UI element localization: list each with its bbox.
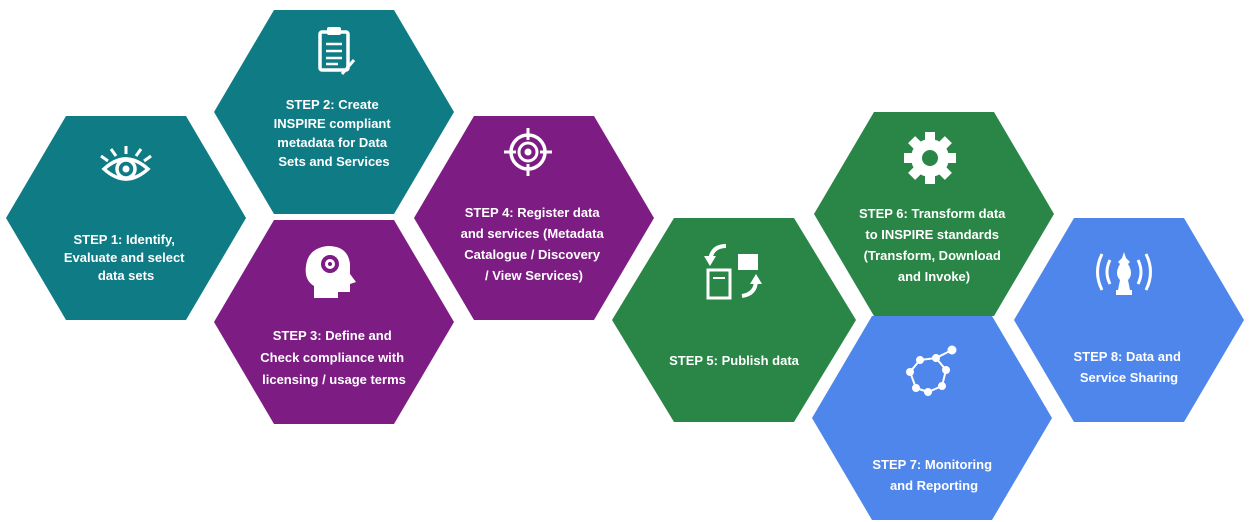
step-3-line: Check compliance with [260,350,404,365]
step-6-line: and Invoke) [898,269,970,284]
step-3-label: STEP 3: Define and Check compliance with… [260,328,407,387]
step-8-hexagon: STEP 8: Data and Service Sharing [1014,218,1244,422]
step-8-line: STEP 8: Data and [1073,349,1180,364]
step-7-hexagon: STEP 7: Monitoring and Reporting [812,316,1052,520]
network-icon [906,345,957,396]
step-3-line: STEP 3: Define and [273,328,392,343]
step-7-line: and Reporting [890,478,978,493]
step-5-label: STEP 5: Publish data [669,353,800,368]
step-1-line: Evaluate and select [64,250,185,265]
step-4-line: / View Services) [485,268,583,283]
step-2-hexagon: STEP 2: Create INSPIRE compliant metadat… [214,10,454,214]
step-6-line: (Transform, Download [864,248,1001,263]
step-1-hexagon: STEP 1: Identify, Evaluate and select da… [6,116,246,320]
gear-icon [904,132,956,184]
step-4-hexagon: STEP 4: Register data and services (Meta… [414,116,654,320]
step-3-line: licensing / usage terms [262,372,406,387]
step-8-label: STEP 8: Data and Service Sharing [1073,349,1184,385]
step-2-label: STEP 2: Create INSPIRE compliant metadat… [274,97,395,169]
clipboard-icon [318,27,356,75]
step-8-line: Service Sharing [1080,370,1178,385]
step-4-line: STEP 4: Register data [465,205,601,220]
target-icon [504,128,552,176]
publish-icon [704,244,762,300]
step-5-hexagon: STEP 5: Publish data [612,218,856,422]
broadcast-icon [1096,252,1152,295]
step-2-line: metadata for Data [277,135,388,150]
step-6-line: to INSPIRE standards [865,227,999,242]
step-2-line: INSPIRE compliant [274,116,392,131]
step-2-line: Sets and Services [278,154,389,169]
step-4-line: Catalogue / Discovery [464,247,601,262]
step-7-label: STEP 7: Monitoring and Reporting [872,457,995,493]
step-1-line: data sets [98,268,154,283]
step-6-label: STEP 6: Transform data to INSPIRE standa… [859,206,1009,284]
step-2-line: STEP 2: Create [286,97,379,112]
eye-icon [100,146,152,181]
step-6-hexagon: STEP 6: Transform data to INSPIRE standa… [814,112,1054,316]
step-6-line: STEP 6: Transform data [859,206,1006,221]
step-4-line: and services (Metadata [461,226,605,241]
step-5-line: STEP 5: Publish data [669,353,800,368]
step-1-line: STEP 1: Identify, [74,232,175,247]
step-4-label: STEP 4: Register data and services (Meta… [461,205,608,283]
step-1-label: STEP 1: Identify, Evaluate and select da… [64,232,188,283]
step-7-line: STEP 7: Monitoring [872,457,992,472]
step-3-hexagon: STEP 3: Define and Check compliance with… [214,220,454,424]
head-gear-icon [305,246,356,298]
